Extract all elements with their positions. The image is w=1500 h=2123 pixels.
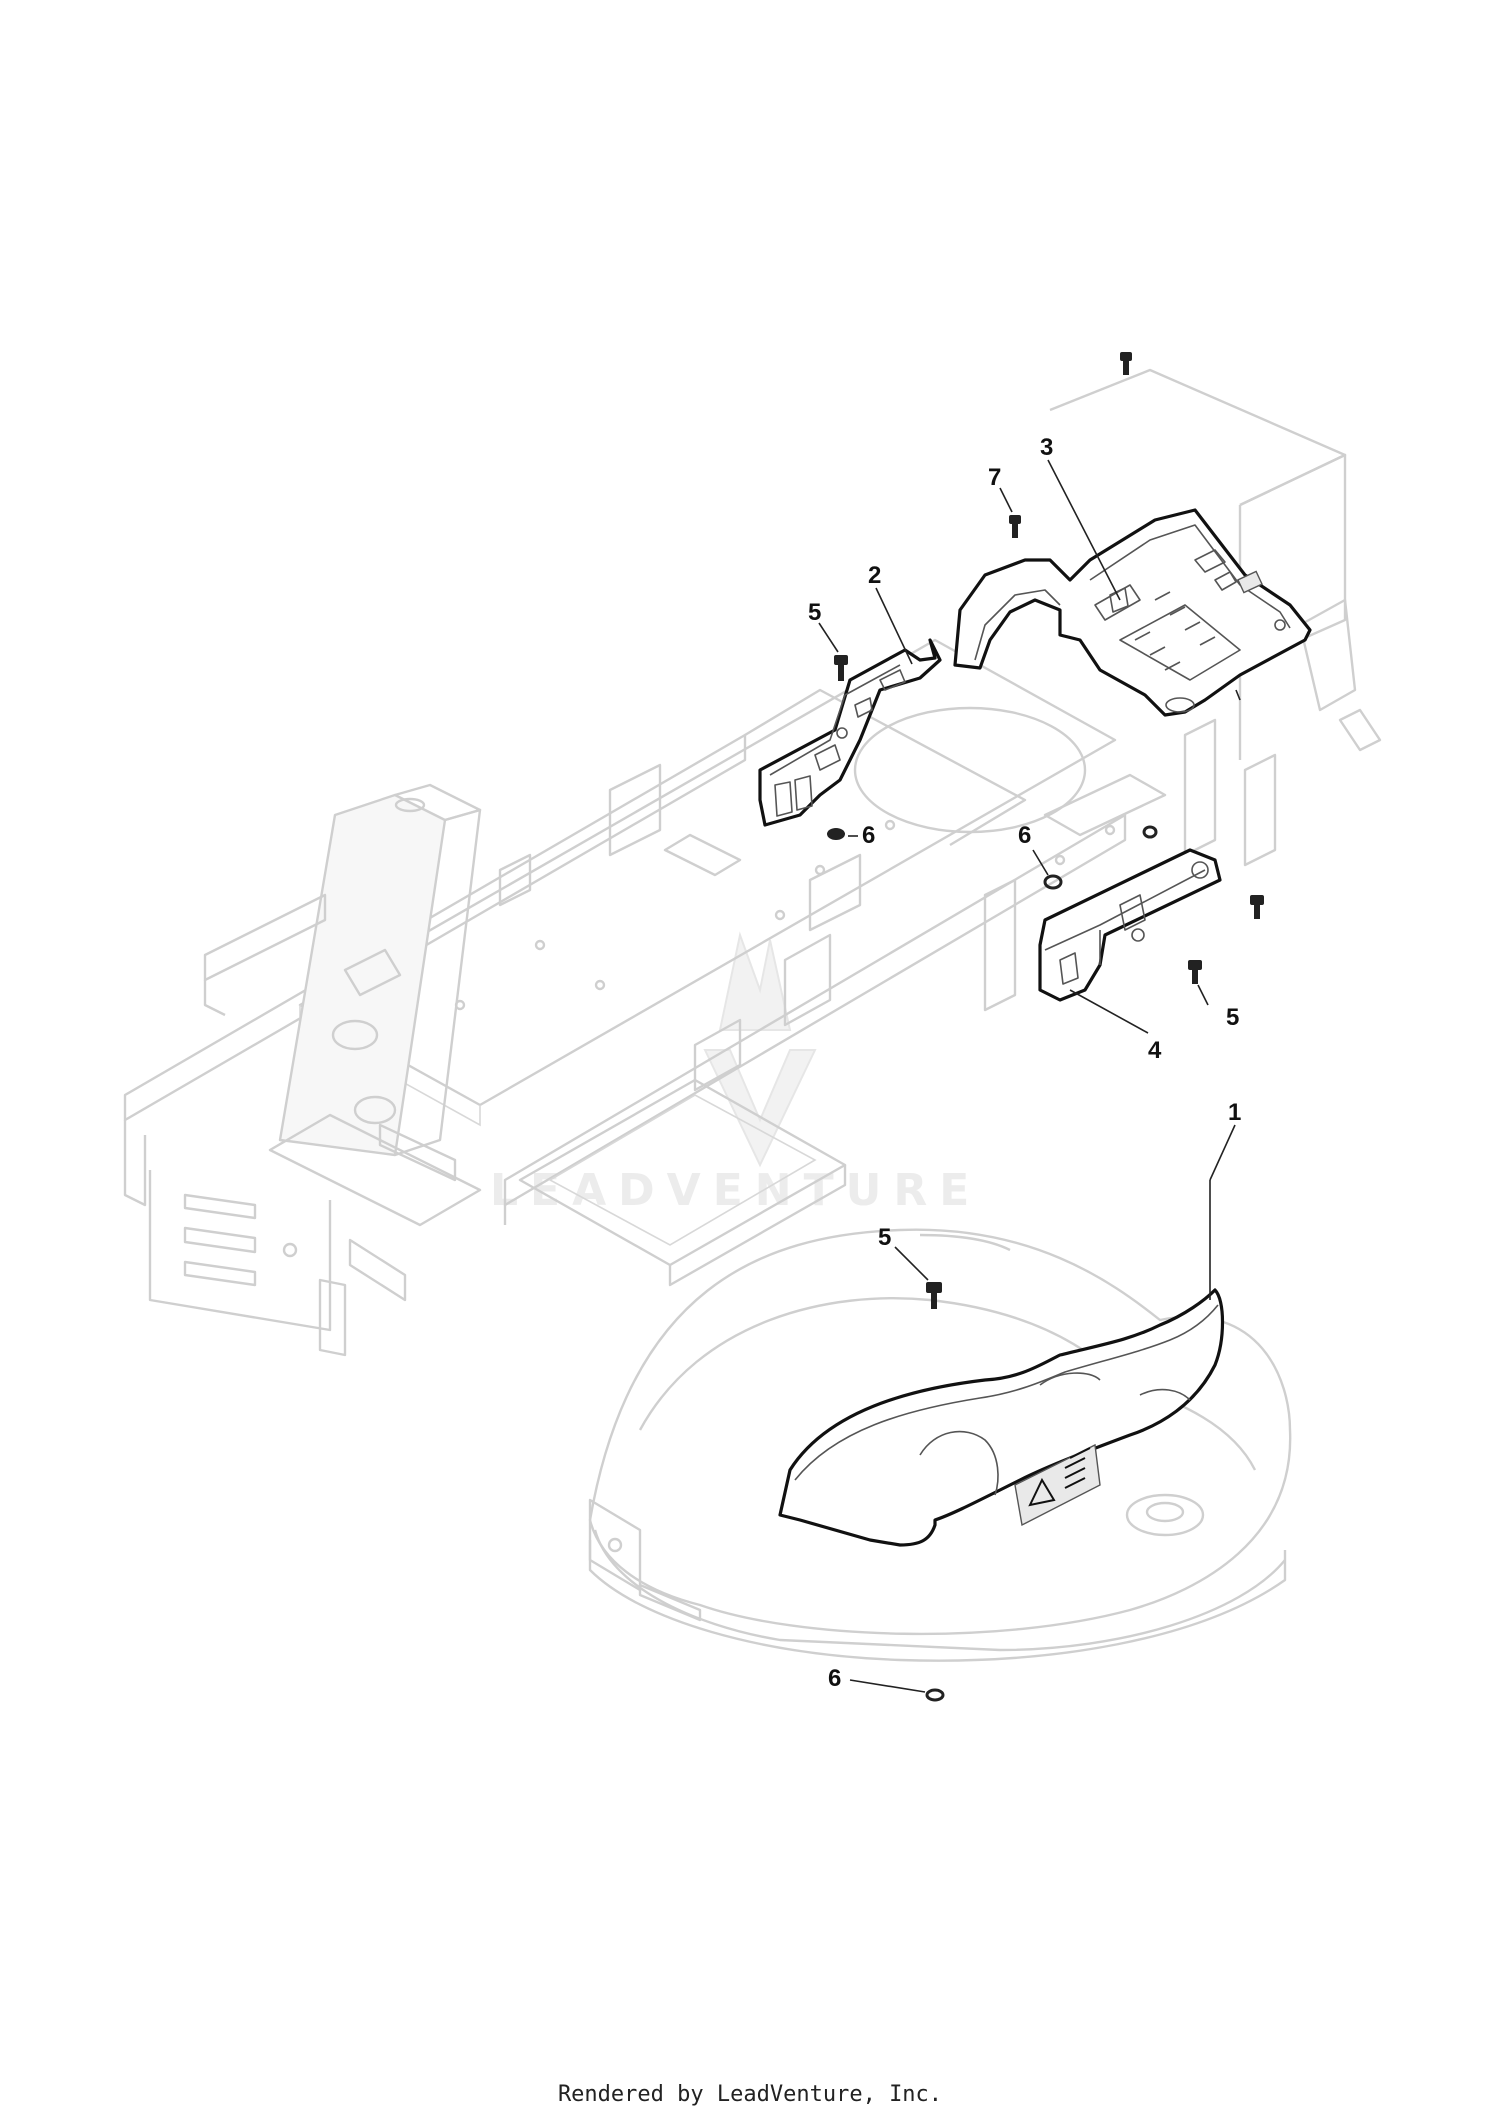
screw-5-c <box>1188 960 1202 984</box>
nut-6-b <box>1043 874 1063 890</box>
nut-6-a <box>827 828 845 840</box>
watermark-logo <box>703 931 817 1168</box>
callout-6-a: 6 <box>862 822 875 849</box>
part-1-belt-cover <box>778 1288 1225 1547</box>
nut-6-c <box>925 1688 945 1702</box>
screw-5-d <box>926 1282 942 1309</box>
screw-5-b <box>1250 895 1264 919</box>
frame-ghost <box>123 368 1382 1357</box>
callout-5-c: 5 <box>878 1224 891 1251</box>
leader-lines <box>818 459 1241 1693</box>
callout-7: 7 <box>988 464 1001 491</box>
callout-3: 3 <box>1040 434 1053 461</box>
callout-2: 2 <box>868 562 881 589</box>
callout-5-a: 5 <box>808 599 821 626</box>
callout-numbers: 1 2 3 4 5 5 5 6 6 6 7 <box>808 434 1241 1692</box>
callout-1: 1 <box>1228 1099 1241 1126</box>
hardware-items <box>827 352 1264 1702</box>
callout-4: 4 <box>1148 1037 1162 1064</box>
callout-6-b: 6 <box>1018 822 1031 849</box>
part-2-left-brace <box>758 638 942 827</box>
part-3-rear-housing <box>953 508 1312 717</box>
nut-frame <box>1142 825 1158 839</box>
render-credit: Rendered by LeadVenture, Inc. <box>557 2082 943 2107</box>
screw-7 <box>1009 515 1021 538</box>
callout-6-c: 6 <box>828 1665 841 1692</box>
callout-5-b: 5 <box>1226 1004 1239 1031</box>
part-4-plate <box>1038 848 1222 1002</box>
screw-top-right <box>1120 352 1132 375</box>
screw-5-a <box>834 655 848 681</box>
